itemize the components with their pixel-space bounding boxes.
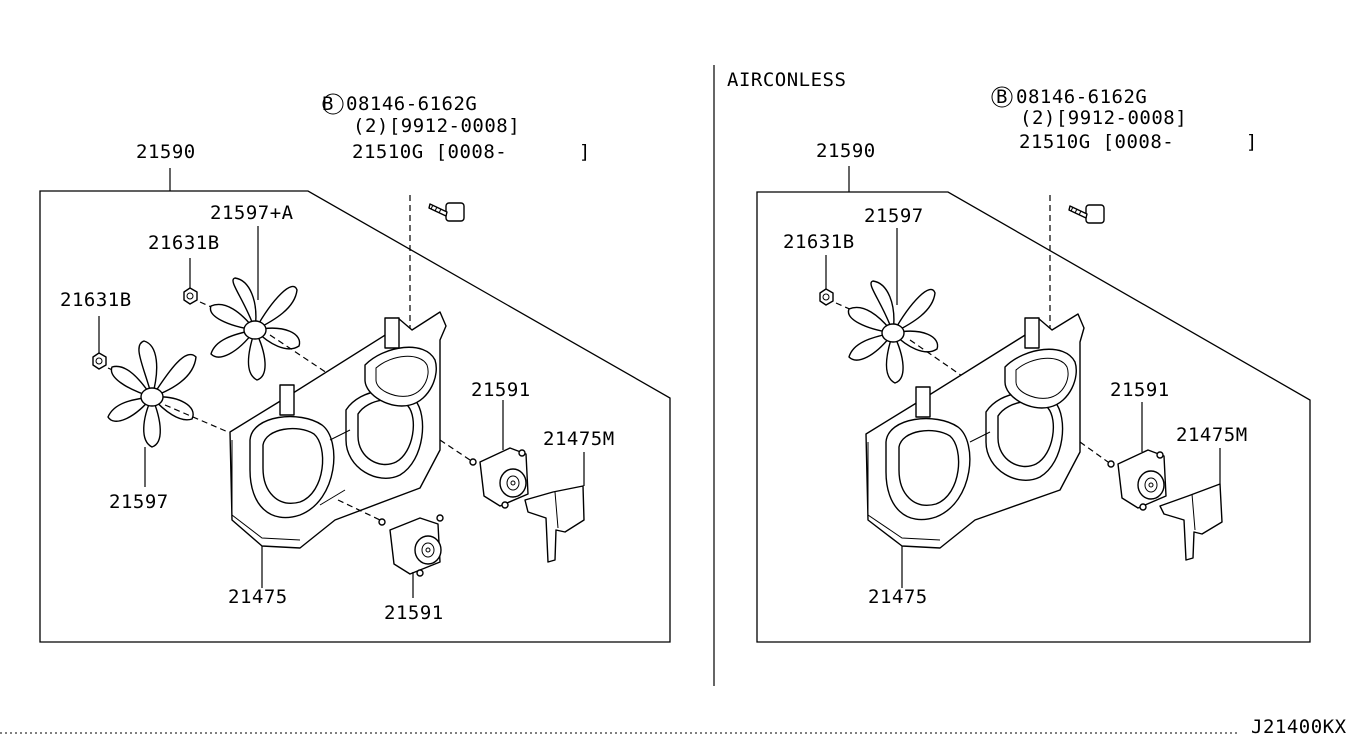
label-21591-bottom: 21591 — [384, 602, 444, 624]
variant-title: AIRCONLESS — [727, 69, 846, 91]
label-21597: 21597 — [864, 205, 924, 227]
label-21475m: 21475M — [1176, 424, 1248, 446]
nut-icon — [183, 287, 198, 305]
label-21475: 21475 — [868, 586, 928, 608]
bolt-icon — [428, 202, 465, 222]
shroud-icon — [229, 311, 447, 549]
circle-b-icon — [991, 86, 1013, 108]
bolt-part-number: 08146-6162G — [346, 93, 477, 115]
nut-icon — [92, 352, 107, 370]
bolt-part-number: 08146-6162G — [1016, 86, 1147, 108]
bolt-qty-range: (2)[9912-0008] — [1020, 107, 1187, 129]
label-21591-right: 21591 — [471, 379, 531, 401]
motor-icon — [1107, 449, 1167, 511]
label-21597: 21597 — [109, 491, 169, 513]
label-21475: 21475 — [228, 586, 288, 608]
bolt-alt-part: 21510G [0008- ] — [352, 141, 591, 163]
label-21631b-lower: 21631B — [60, 289, 132, 311]
right-panel-frame — [756, 191, 1311, 643]
motor-icon — [469, 447, 529, 509]
label-21597a: 21597+A — [210, 202, 294, 224]
nut-icon — [819, 288, 834, 306]
label-21631b: 21631B — [783, 231, 855, 253]
motor-icon — [378, 514, 444, 577]
right-panel: AIRCONLESS B 08146-6162G (2)[9912-0008] … — [727, 69, 1311, 643]
bracket-icon — [524, 485, 585, 563]
bracket-icon — [1159, 483, 1223, 561]
bolt-marker: B — [322, 93, 334, 115]
left-panel: B 08146-6162G (2)[9912-0008] 21510G [000… — [39, 93, 671, 643]
circle-b-icon — [322, 93, 344, 115]
left-panel-frame — [39, 190, 671, 643]
fan-icon — [209, 277, 301, 381]
label-21590: 21590 — [136, 141, 196, 163]
label-21590: 21590 — [816, 140, 876, 162]
fan-icon — [107, 340, 197, 448]
label-21591: 21591 — [1110, 379, 1170, 401]
bolt-alt-part: 21510G [0008- ] — [1019, 131, 1258, 153]
shroud-icon — [865, 313, 1085, 549]
bolt-marker: B — [996, 86, 1008, 108]
label-21475m: 21475M — [543, 428, 615, 450]
bolt-icon — [1068, 204, 1105, 224]
diagram-code: J21400KX — [1251, 716, 1347, 736]
bolt-qty-range: (2)[9912-0008] — [353, 115, 520, 137]
label-21631b-upper: 21631B — [148, 232, 220, 254]
fan-icon — [847, 280, 939, 384]
